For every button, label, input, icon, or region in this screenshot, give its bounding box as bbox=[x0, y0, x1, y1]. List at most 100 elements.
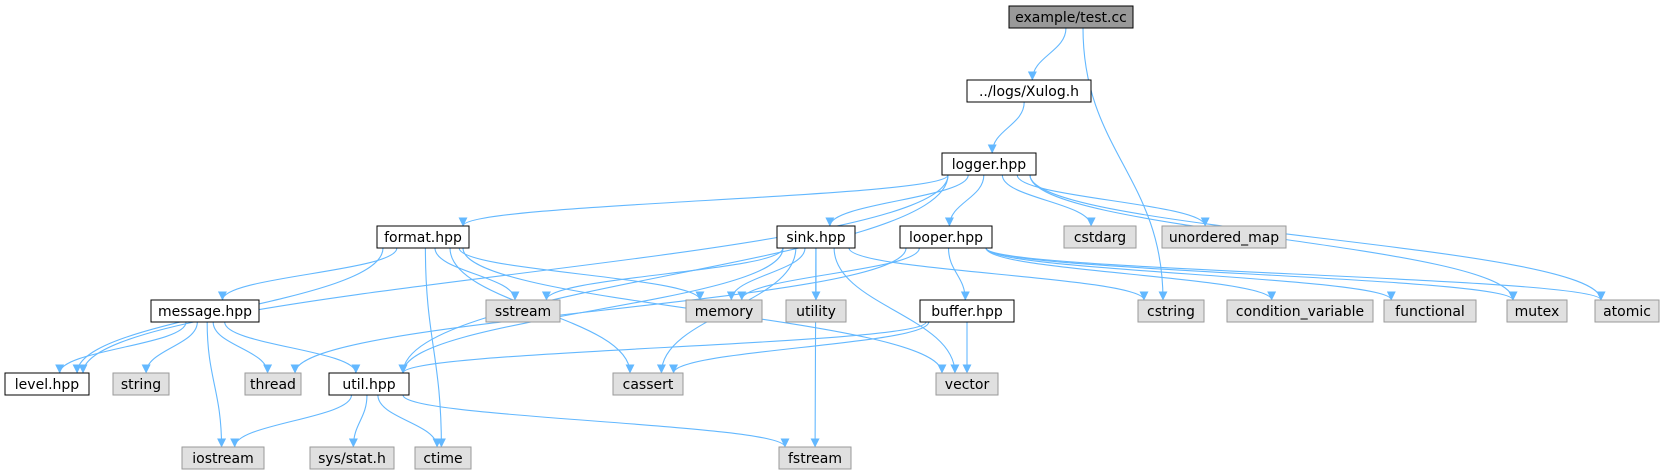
edge-util-hpp-to-sys-stat-h bbox=[348, 394, 368, 448]
node-cassert-label: cassert bbox=[623, 377, 674, 393]
edge-message-hpp-to-thread bbox=[212, 321, 273, 374]
node-looper-hpp-label: looper.hpp bbox=[909, 230, 983, 246]
node-logger-hpp-label: logger.hpp bbox=[952, 157, 1027, 173]
node-thread-label: thread bbox=[250, 377, 296, 393]
node-buffer-hpp-box bbox=[919, 299, 1015, 323]
node-sys-stat-h-box bbox=[309, 446, 395, 470]
node-cassert: cassert bbox=[612, 372, 684, 396]
node-buffer-hpp-label: buffer.hpp bbox=[931, 304, 1003, 320]
node-string-box bbox=[112, 372, 170, 396]
edge-looper-hpp-to-mutex bbox=[985, 247, 1518, 301]
node-message-hpp[interactable]: message.hpp bbox=[150, 299, 260, 323]
node-memory: memory bbox=[685, 299, 763, 323]
edge-sink-hpp-to-sstream bbox=[542, 247, 784, 301]
node-logger-hpp[interactable]: logger.hpp bbox=[941, 152, 1037, 176]
edge-test-cc-to-xulog-h bbox=[1027, 27, 1067, 81]
node-condition-variable: condition_variable bbox=[1226, 299, 1374, 323]
node-memory-label: memory bbox=[695, 304, 754, 320]
edge-sink-hpp-to-memory bbox=[726, 247, 806, 301]
node-iostream: iostream bbox=[181, 446, 265, 470]
node-message-hpp-box bbox=[150, 299, 260, 323]
edge-message-hpp-to-util-hpp bbox=[224, 321, 361, 374]
node-sys-stat-h: sys/stat.h bbox=[309, 446, 395, 470]
node-vector-box bbox=[935, 372, 999, 396]
edge-util-hpp-to-ctime bbox=[377, 394, 442, 448]
node-atomic: atomic bbox=[1594, 299, 1660, 323]
node-sink-hpp-label: sink.hpp bbox=[786, 230, 845, 246]
edge-message-hpp-to-string bbox=[141, 321, 198, 374]
node-level-hpp-label: level.hpp bbox=[15, 377, 80, 393]
node-looper-hpp-box bbox=[899, 225, 993, 249]
edge-buffer-hpp-to-cassert bbox=[669, 321, 930, 374]
node-iostream-box bbox=[181, 446, 265, 470]
node-xulog-h[interactable]: ../logs/Xulog.h bbox=[966, 79, 1092, 103]
node-sink-hpp-box bbox=[776, 225, 856, 249]
node-format-hpp[interactable]: format.hpp bbox=[376, 225, 470, 249]
edge-looper-hpp-to-thread bbox=[290, 247, 907, 374]
node-sstream: sstream bbox=[485, 299, 561, 323]
node-functional-label: functional bbox=[1395, 304, 1465, 320]
node-util-hpp[interactable]: util.hpp bbox=[328, 372, 410, 396]
node-mutex-box bbox=[1506, 299, 1568, 323]
edge-logger-hpp-to-looper-hpp bbox=[944, 174, 985, 227]
node-logger-hpp-box bbox=[941, 152, 1037, 176]
node-fstream: fstream bbox=[778, 446, 852, 470]
edge-test-cc-to-cstring bbox=[1082, 27, 1168, 301]
node-iostream-label: iostream bbox=[192, 451, 254, 467]
edge-logger-hpp-to-format-hpp bbox=[458, 174, 949, 227]
edge-xulog-h-to-logger-hpp bbox=[987, 101, 1025, 154]
edge-looper-hpp-to-condition-variable bbox=[985, 247, 1277, 301]
node-level-hpp-box bbox=[4, 372, 90, 396]
edge-looper-hpp-to-buffer-hpp bbox=[947, 247, 970, 301]
edge-sink-hpp-to-fstream bbox=[810, 247, 820, 448]
edge-logger-hpp-to-util-hpp bbox=[398, 174, 949, 374]
node-fstream-box bbox=[778, 446, 852, 470]
node-sstream-box bbox=[485, 299, 561, 323]
nodes-layer: example/test.cc ../logs/Xulog.h logger.hpp… bbox=[4, 5, 1660, 470]
node-util-hpp-label: util.hpp bbox=[342, 377, 395, 393]
node-level-hpp[interactable]: level.hpp bbox=[4, 372, 90, 396]
edge-logger-hpp-to-sink-hpp bbox=[825, 174, 969, 227]
edge-format-hpp-to-sstream bbox=[434, 247, 520, 301]
node-cstring-label: cstring bbox=[1147, 304, 1195, 320]
node-sys-stat-h-label: sys/stat.h bbox=[318, 451, 386, 467]
node-vector: vector bbox=[935, 372, 999, 396]
node-util-hpp-box bbox=[328, 372, 410, 396]
node-cassert-box bbox=[612, 372, 684, 396]
node-cstdarg: cstdarg bbox=[1063, 225, 1137, 249]
node-cstring-box bbox=[1137, 299, 1205, 323]
edge-sink-hpp-to-util-hpp bbox=[398, 247, 784, 374]
edge-format-hpp-to-message-hpp bbox=[218, 247, 398, 301]
edge-sink-hpp-to-vector bbox=[833, 247, 960, 374]
node-utility-label: utility bbox=[796, 304, 836, 320]
node-looper-hpp[interactable]: looper.hpp bbox=[899, 225, 993, 249]
node-string: string bbox=[112, 372, 170, 396]
node-unordered-map-label: unordered_map bbox=[1169, 230, 1279, 246]
node-condition-variable-label: condition_variable bbox=[1236, 304, 1364, 320]
edge-logger-hpp-to-level-hpp bbox=[78, 174, 949, 374]
edge-looper-hpp-to-atomic bbox=[985, 247, 1606, 301]
node-atomic-box bbox=[1594, 299, 1660, 323]
node-memory-box bbox=[685, 299, 763, 323]
node-buffer-hpp[interactable]: buffer.hpp bbox=[919, 299, 1015, 323]
node-atomic-label: atomic bbox=[1603, 304, 1651, 320]
edge-util-hpp-to-iostream bbox=[230, 394, 353, 448]
node-test-cc[interactable]: example/test.cc bbox=[1008, 5, 1134, 29]
edge-logger-hpp-to-unordered-map bbox=[1016, 174, 1210, 227]
edge-message-hpp-to-iostream bbox=[206, 321, 227, 448]
node-utility-box bbox=[785, 299, 847, 323]
node-mutex: mutex bbox=[1506, 299, 1568, 323]
node-sstream-label: sstream bbox=[495, 304, 551, 320]
node-mutex-label: mutex bbox=[1515, 304, 1560, 320]
node-ctime: ctime bbox=[414, 446, 472, 470]
edge-util-hpp-to-fstream bbox=[402, 394, 790, 448]
node-fstream-label: fstream bbox=[788, 451, 842, 467]
node-test-cc-box bbox=[1008, 5, 1134, 29]
node-sink-hpp[interactable]: sink.hpp bbox=[776, 225, 856, 249]
node-thread: thread bbox=[244, 372, 302, 396]
node-functional-box bbox=[1383, 299, 1477, 323]
node-test-cc-label: example/test.cc bbox=[1015, 10, 1127, 26]
node-cstdarg-box bbox=[1063, 225, 1137, 249]
node-string-label: string bbox=[121, 377, 161, 393]
